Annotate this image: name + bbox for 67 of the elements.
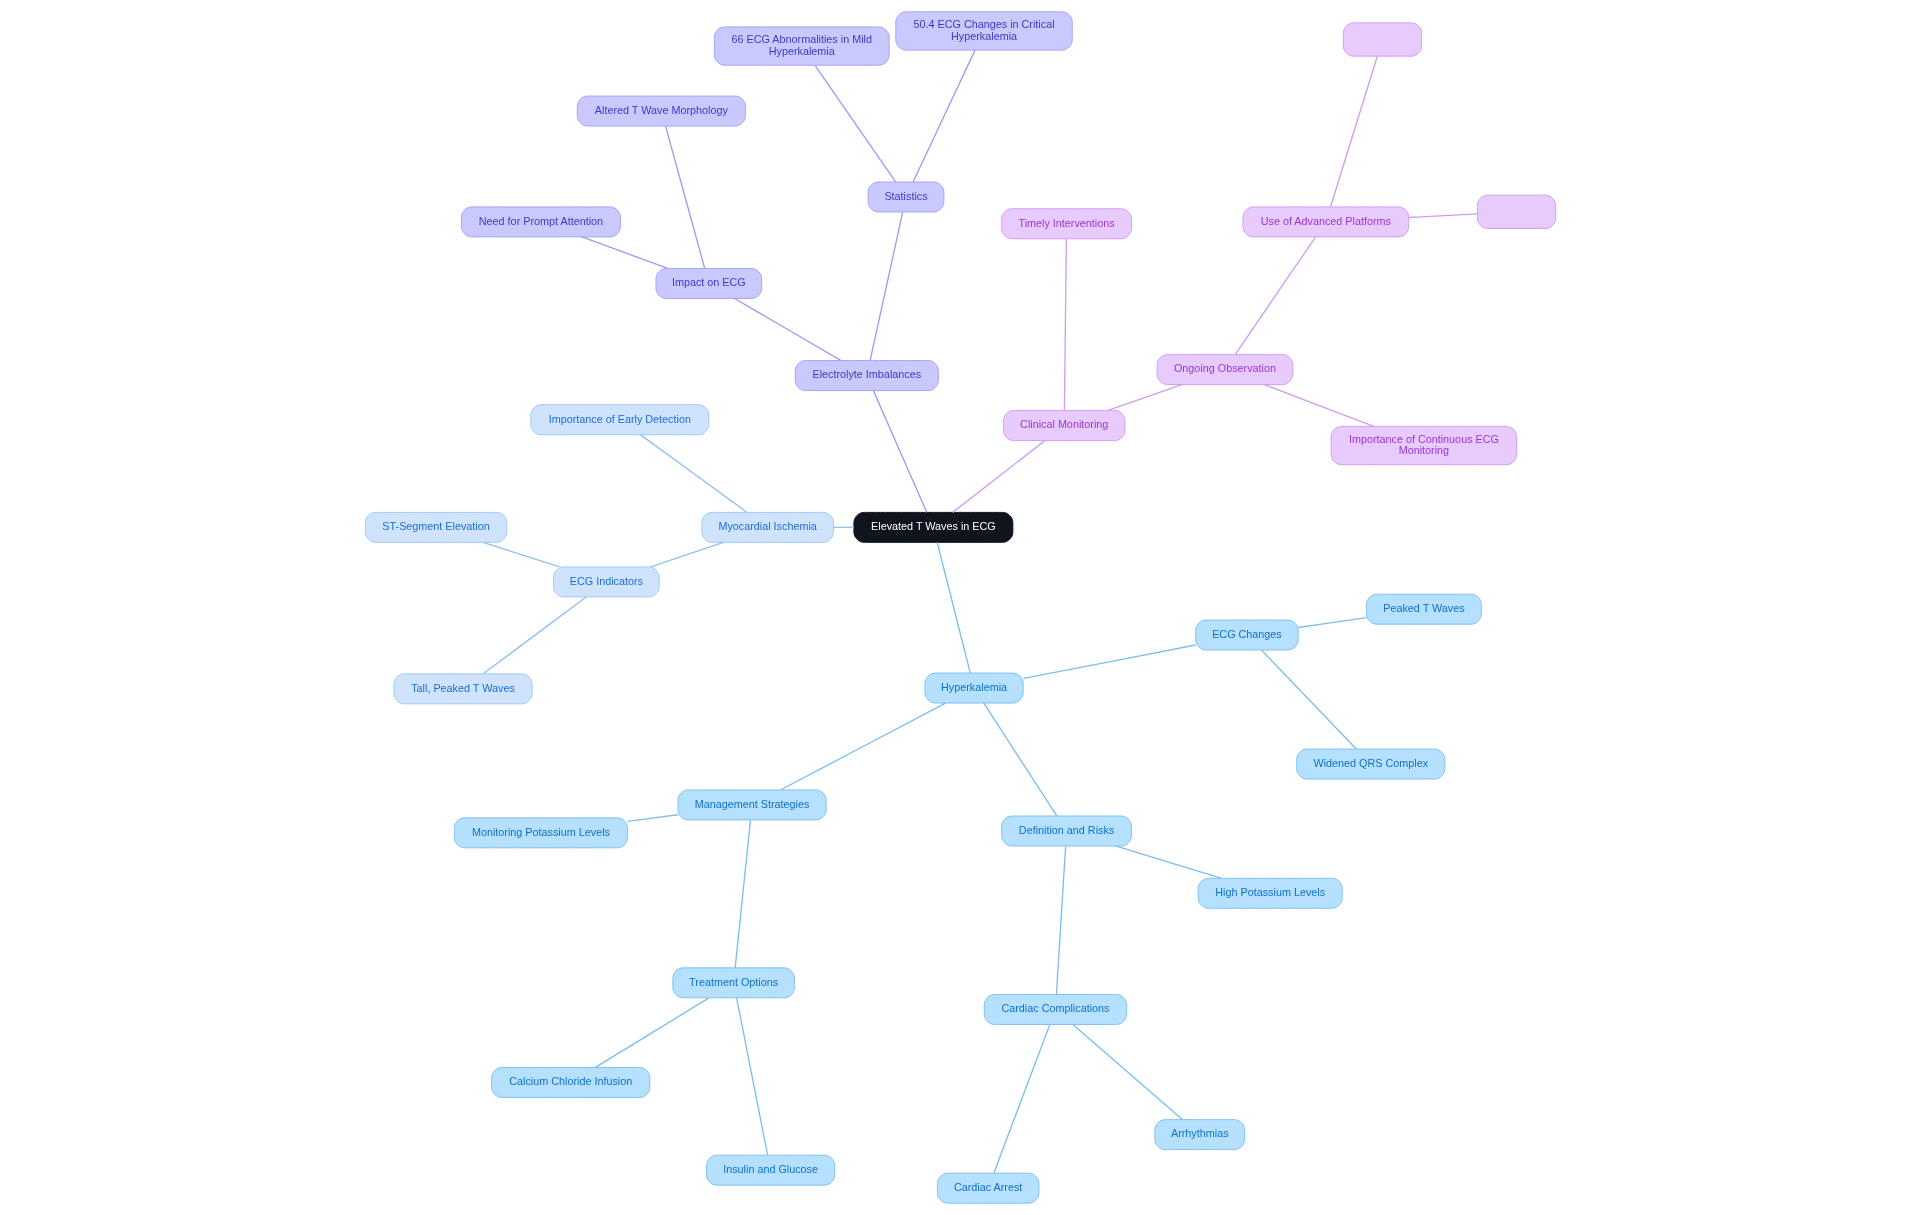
connector <box>1106 383 1182 412</box>
node-box: Altered T Wave Morphology <box>576 95 746 127</box>
connector <box>734 819 751 969</box>
connector <box>639 434 747 513</box>
node-box: Timely Interventions <box>1000 208 1132 240</box>
node-box: Tall, Peaked T Waves <box>392 673 533 705</box>
node-box: Widened QRS Complex <box>1295 748 1445 780</box>
connector <box>1055 845 1066 995</box>
connector <box>872 389 927 513</box>
node-box: 50.4 ECG Changes in Critical Hyperkalemia <box>894 11 1073 51</box>
node-box: Clinical Monitoring <box>1002 410 1125 442</box>
node-box: ECG Changes <box>1194 619 1299 651</box>
connector <box>951 439 1045 513</box>
node-box: Need for Prompt Attention <box>460 206 621 238</box>
node-box: Arrhythmias <box>1153 1119 1245 1151</box>
node-box: High Potassium Levels <box>1197 877 1343 909</box>
node-box: Insulin and Glucose <box>705 1154 835 1186</box>
connector <box>1071 1023 1183 1121</box>
node-box: Definition and Risks <box>1000 815 1132 847</box>
node-box: Cardiac Complications <box>983 994 1127 1025</box>
connector <box>580 236 668 270</box>
node-box: Hyperkalemia <box>923 672 1024 704</box>
connector <box>626 814 679 823</box>
connector <box>1407 213 1478 219</box>
node-box: Ongoing Observation <box>1156 354 1293 386</box>
node-box <box>1342 22 1422 57</box>
connector <box>779 702 946 791</box>
connector <box>1263 383 1374 428</box>
connector <box>992 1024 1050 1174</box>
connector <box>1297 616 1367 629</box>
connector <box>482 596 587 675</box>
connector <box>1114 845 1222 879</box>
connector <box>664 125 705 270</box>
connector <box>832 526 855 529</box>
connector <box>1329 55 1378 208</box>
node-box: 66 ECG Abnormalities in Mild Hyperkalemia <box>713 26 890 66</box>
node-box: Importance of Early Detection <box>529 404 709 436</box>
connector <box>1022 644 1196 680</box>
node-box: ECG Indicators <box>552 566 660 598</box>
connector <box>649 541 724 568</box>
connector <box>813 64 896 183</box>
connector <box>481 541 560 568</box>
node-box: Management Strategies <box>676 789 827 821</box>
connector <box>936 541 971 674</box>
node-box: Statistics <box>867 181 944 213</box>
connector <box>733 297 842 362</box>
connector <box>982 702 1057 817</box>
connector <box>1063 238 1067 412</box>
node-box: Calcium Chloride Infusion <box>490 1067 650 1098</box>
node-box: Cardiac Arrest <box>936 1172 1039 1204</box>
connector <box>1260 649 1357 750</box>
node-box: Peaked T Waves <box>1365 593 1482 625</box>
node-box: Electrolyte Imbalances <box>794 360 939 392</box>
connector <box>868 211 903 361</box>
node-box <box>1476 194 1556 229</box>
node-box: Impact on ECG <box>655 267 762 299</box>
node-box: Myocardial Ischemia <box>700 511 834 543</box>
connector <box>594 997 710 1069</box>
node-box: Elevated T Waves in ECG <box>852 511 1013 543</box>
connector <box>735 997 768 1156</box>
node-box: Use of Advanced Platforms <box>1242 206 1409 238</box>
connector <box>911 49 976 183</box>
node-box: ST-Segment Elevation <box>364 511 507 543</box>
node-box: Importance of Continuous ECG Monitoring <box>1330 425 1517 466</box>
node-box: Monitoring Potassium Levels <box>453 817 628 849</box>
node-box: Treatment Options <box>671 967 795 999</box>
connector <box>1234 236 1316 355</box>
